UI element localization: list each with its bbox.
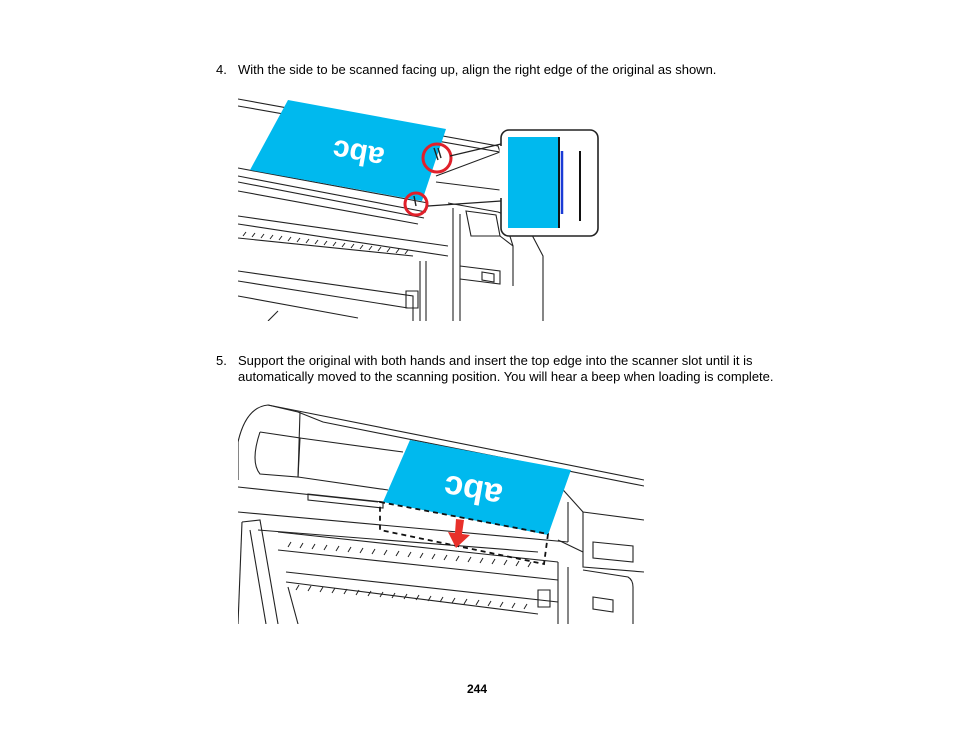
- step-number: 5.: [216, 353, 227, 368]
- highlight-circle-top: [421, 142, 453, 174]
- step-number: 4.: [216, 62, 227, 77]
- step-text: With the side to be scanned facing up, a…: [238, 62, 717, 77]
- figure-insert-original: abc: [238, 402, 644, 624]
- scanner-slot-outline: [379, 500, 550, 566]
- step-text: Support the original with both hands and…: [238, 353, 774, 384]
- original-paper: [383, 440, 571, 535]
- callout-zoom: [427, 129, 599, 237]
- printer-illustration-insert: abc: [238, 404, 644, 624]
- insert-direction-arrow: [448, 519, 470, 548]
- callout-paper: [508, 137, 559, 228]
- figure-align-original: abc: [238, 96, 600, 321]
- original-paper: [250, 100, 446, 201]
- feed-marks: [242, 231, 409, 255]
- feed-marks: [287, 541, 532, 610]
- highlight-circle-bottom: [403, 191, 429, 217]
- page-number: 244: [466, 682, 488, 696]
- printer-illustration-align: abc: [238, 98, 599, 321]
- edge-guide-marks: [413, 147, 442, 207]
